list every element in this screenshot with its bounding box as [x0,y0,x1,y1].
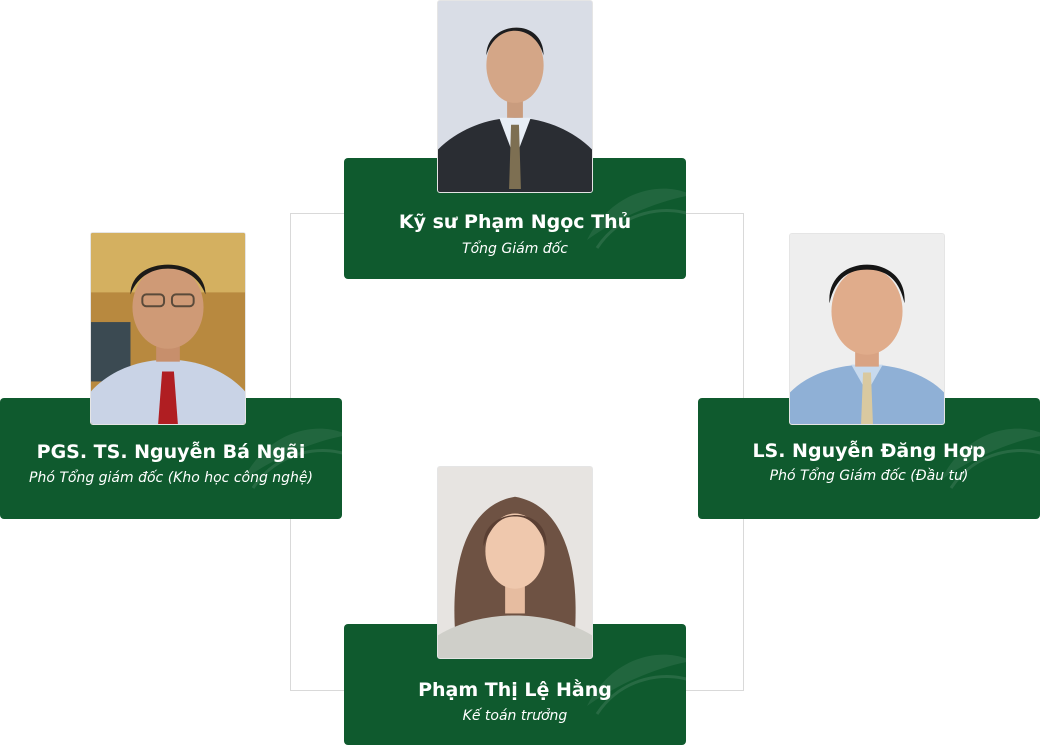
member-photo-general-director [437,0,593,193]
member-photo-chief-accountant [437,466,593,659]
member-photo-deputy-director-investment [789,233,945,425]
leaf-icon [941,428,1040,489]
member-role: Phó Tổng Giám đốc (Đầu tư) [769,468,969,484]
leaf-icon [243,428,342,489]
member-card-chief-accountant: Phạm Thị Lệ Hằng Kế toán trưởng [344,624,686,745]
leaf-icon [587,188,686,249]
member-photo-deputy-director-science [90,232,246,425]
leaf-icon [587,654,686,715]
member-name: Phạm Thị Lệ Hằng [418,679,612,701]
member-role: Tổng Giám đốc [462,241,568,257]
member-name: LS. Nguyễn Đăng Hợp [752,440,986,462]
member-role: Phó Tổng giám đốc (Kho học công nghệ) [29,470,313,486]
member-name: Kỹ sư Phạm Ngọc Thủ [398,211,632,233]
member-name: PGS. TS. Nguyễn Bá Ngãi [36,441,306,463]
member-role: Kế toán trưởng [462,708,568,724]
